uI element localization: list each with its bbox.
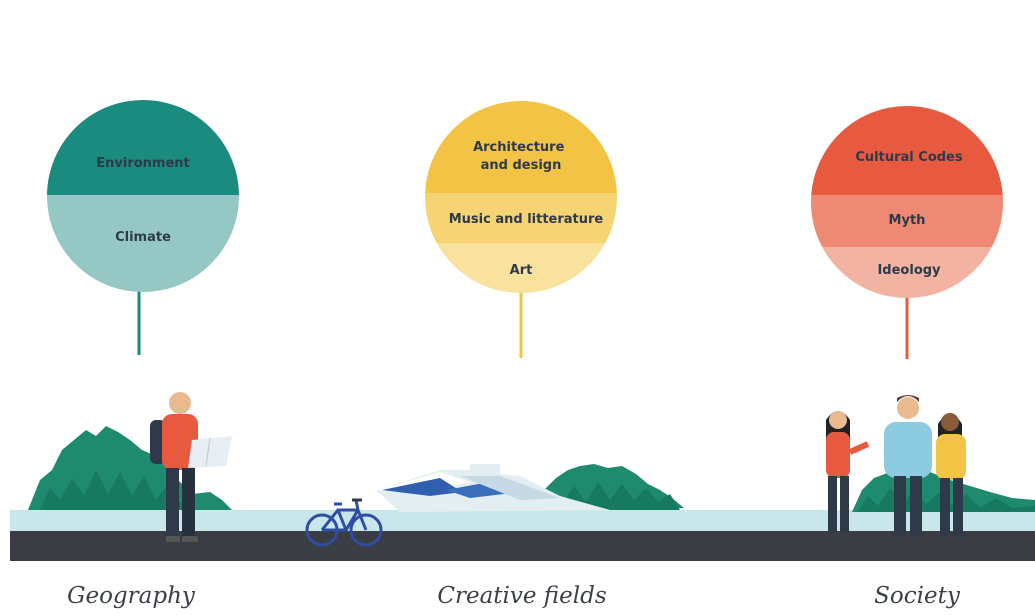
cultural-codes-segment	[811, 106, 1003, 195]
opera-house-building	[376, 464, 610, 512]
water-strip	[10, 510, 1035, 532]
creative-fields-stem	[519, 292, 523, 358]
art-label: Art	[510, 263, 533, 278]
environment-segment	[47, 100, 239, 195]
geography-circle: Environment Climate	[47, 100, 239, 355]
architecture-label-line-1: Architecture	[473, 140, 565, 155]
music-segment	[425, 193, 617, 243]
myth-label: Myth	[889, 213, 926, 228]
bicycle-illustration	[305, 498, 383, 547]
architecture-label-line-2: and design	[481, 158, 562, 173]
creative-fields-circle: Architecture and design Music and litter…	[425, 101, 617, 358]
environment-label: Environment	[96, 156, 190, 171]
society-circle: Cultural Codes Myth Ideology	[811, 106, 1003, 359]
climate-label: Climate	[115, 230, 171, 245]
ideology-label: Ideology	[877, 263, 941, 278]
geography-caption: Geography	[67, 583, 195, 609]
hiker-illustration	[150, 392, 232, 542]
music-label: Music and litterature	[449, 212, 604, 227]
architecture-label: Architecture and design	[473, 140, 569, 173]
geography-stem	[137, 290, 141, 355]
people-group-illustration	[826, 395, 966, 536]
climate-segment	[47, 195, 239, 292]
myth-segment	[811, 195, 1003, 247]
cultural-codes-label: Cultural Codes	[855, 150, 962, 165]
creative-fields-caption: Creative fields	[437, 583, 607, 609]
society-caption: Society	[874, 583, 960, 609]
society-stem	[905, 296, 909, 359]
trees-left	[28, 426, 232, 510]
road	[10, 531, 1035, 561]
